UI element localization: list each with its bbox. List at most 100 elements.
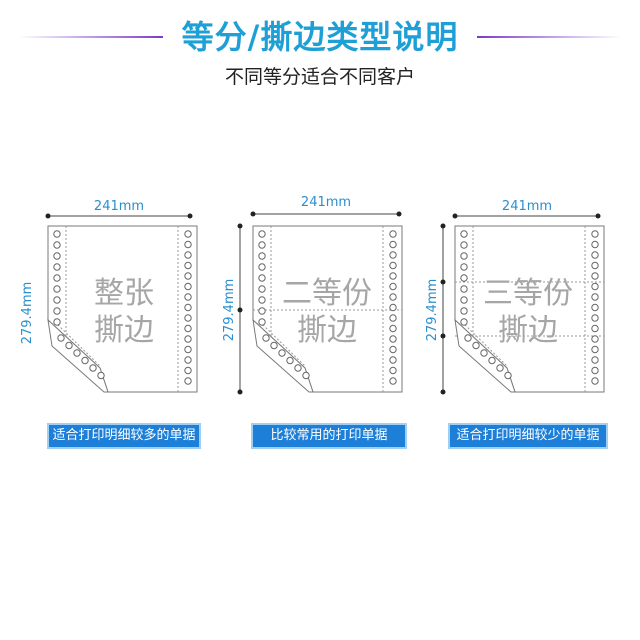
feed-hole-icon <box>460 296 468 304</box>
panel-3-width-dimension: 241mm <box>452 199 601 219</box>
feed-hole-icon <box>460 285 468 293</box>
feed-hole-icon <box>389 314 397 322</box>
feed-hole-icon <box>389 345 397 354</box>
feed-hole-icon <box>81 356 89 365</box>
panel-1-width-label: 241mm <box>94 199 144 214</box>
feed-hole-icon <box>258 241 266 249</box>
feed-hole-icon <box>184 366 192 375</box>
feed-hole-icon <box>258 252 266 260</box>
panel-2-height-dimension: 279.4mm <box>222 223 243 395</box>
feed-hole-icon <box>591 377 599 385</box>
feed-hole-icon <box>591 345 599 354</box>
feed-hole-icon <box>504 371 512 380</box>
feed-hole-icon <box>258 263 266 271</box>
feed-hole-icon <box>97 371 105 380</box>
panel-1-height-dimension: 279.4mm <box>20 282 35 345</box>
feed-hole-icon <box>389 303 397 312</box>
panel-2-right-holes <box>389 230 397 385</box>
feed-hole-icon <box>591 356 599 364</box>
panel-2-width-dimension: 241mm <box>250 195 402 217</box>
feed-hole-icon <box>57 334 65 342</box>
panel-1-right-holes <box>184 230 192 385</box>
feed-hole-icon <box>258 230 266 238</box>
feed-hole-icon <box>389 324 397 333</box>
panel-2-height-label: 279.4mm <box>222 279 237 342</box>
feed-hole-icon <box>184 356 192 364</box>
feed-hole-icon <box>389 251 397 259</box>
panel-3-width-label: 241mm <box>502 199 552 214</box>
feed-hole-icon <box>184 261 192 270</box>
feed-hole-icon <box>389 272 397 280</box>
panel-3-height-dimension: 279.4mm <box>425 223 446 395</box>
feed-hole-icon <box>53 230 61 238</box>
feed-hole-icon <box>460 252 468 260</box>
panel-1-caption: 适合打印明细较多的单据 <box>47 423 201 449</box>
feed-hole-icon <box>53 285 61 293</box>
panel-1-left-holes <box>53 230 105 380</box>
feed-hole-icon <box>270 341 278 350</box>
panel-3-left-holes <box>460 230 512 380</box>
feed-hole-icon <box>591 314 599 322</box>
feed-hole-icon <box>591 230 599 238</box>
feed-hole-icon <box>389 282 397 291</box>
feed-hole-icon <box>591 303 599 312</box>
feed-hole-icon <box>389 293 397 301</box>
feed-hole-icon <box>472 341 480 350</box>
feed-hole-icon <box>65 341 73 350</box>
feed-hole-icon <box>258 274 266 282</box>
feed-hole-icon <box>184 314 192 322</box>
feed-hole-icon <box>184 335 192 343</box>
feed-hole-icon <box>591 293 599 301</box>
feed-hole-icon <box>258 285 266 293</box>
title-rule-right <box>477 36 622 38</box>
panel-2-line2: 撕边 <box>297 313 357 348</box>
feed-hole-icon <box>302 371 310 380</box>
feed-hole-icon <box>591 240 599 249</box>
feed-hole-icon <box>53 263 61 271</box>
feed-hole-icon <box>184 240 192 249</box>
feed-hole-icon <box>389 356 397 364</box>
feed-hole-icon <box>389 261 397 270</box>
feed-hole-icon <box>286 356 294 365</box>
feed-hole-icon <box>389 240 397 249</box>
feed-hole-icon <box>184 272 192 280</box>
feed-hole-icon <box>53 274 61 282</box>
feed-hole-icon <box>460 274 468 282</box>
panel-3-right-holes <box>591 230 599 385</box>
feed-hole-icon <box>89 364 97 372</box>
feed-hole-icon <box>294 364 302 372</box>
feed-hole-icon <box>53 318 61 326</box>
feed-hole-icon <box>591 335 599 343</box>
feed-hole-icon <box>184 251 192 259</box>
feed-hole-icon <box>460 241 468 249</box>
feed-hole-icon <box>184 303 192 312</box>
panel-1-width-dimension: 241mm <box>45 199 193 219</box>
feed-hole-icon <box>488 356 496 365</box>
feed-hole-icon <box>258 318 266 326</box>
feed-hole-icon <box>389 366 397 375</box>
feed-hole-icon <box>591 272 599 280</box>
title-rule-left <box>18 36 163 38</box>
panel-3-line2: 撕边 <box>498 313 558 348</box>
feed-hole-icon <box>389 377 397 385</box>
feed-hole-icon <box>460 230 468 238</box>
feed-hole-icon <box>278 349 286 357</box>
feed-hole-icon <box>464 334 472 342</box>
feed-hole-icon <box>53 296 61 304</box>
feed-hole-icon <box>73 349 81 357</box>
feed-hole-icon <box>258 307 266 315</box>
feed-hole-icon <box>389 230 397 238</box>
feed-hole-icon <box>591 282 599 291</box>
panel-2-line1: 二等份 <box>282 276 372 311</box>
feed-hole-icon <box>460 307 468 315</box>
panel-2-left-holes <box>258 230 310 380</box>
feed-hole-icon <box>184 377 192 385</box>
panel-3-line1: 三等份 <box>483 276 573 311</box>
feed-hole-icon <box>184 293 192 301</box>
panel-1-line2: 撕边 <box>94 313 154 348</box>
feed-hole-icon <box>184 230 192 238</box>
feed-hole-icon <box>591 261 599 270</box>
panel-1-height-label: 279.4mm <box>20 282 35 345</box>
